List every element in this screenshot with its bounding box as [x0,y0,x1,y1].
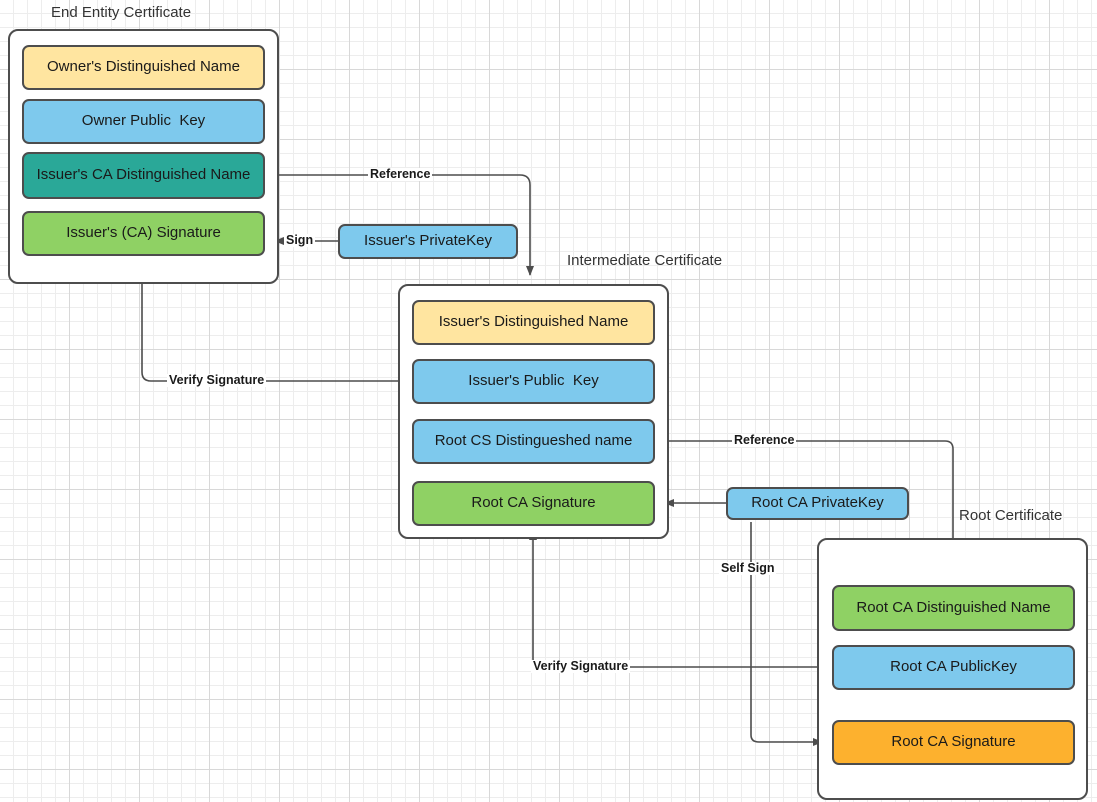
field-issuer-ca-signature[interactable]: Issuer's (CA) Signature [22,211,265,256]
field-root-ca-public-key[interactable]: Root CA PublicKey [832,645,1075,690]
field-issuer-ca-distinguished-name[interactable]: Issuer's CA Distinguished Name [22,152,265,199]
field-root-ca-distinguished-name[interactable]: Root CA Distinguished Name [832,585,1075,631]
intermediate-certificate-title: Intermediate Certificate [567,252,723,269]
edge-self-sign [750,522,823,746]
field-root-ca-signature-intermediate[interactable]: Root CA Signature [412,481,655,526]
field-issuer-distinguished-name[interactable]: Issuer's Distinguished Name [412,300,655,345]
end-entity-certificate-title: End Entity Certificate [51,4,192,21]
root-certificate-title: Root Certificate [959,507,1063,524]
node-root-ca-private-key[interactable]: Root CA PrivateKey [726,487,909,520]
field-owner-public-key[interactable]: Owner Public Key [22,99,265,144]
node-issuer-private-key[interactable]: Issuer's PrivateKey [338,224,518,259]
field-issuer-public-key[interactable]: Issuer's Public Key [412,359,655,404]
edge-label-reference-root: Reference [732,433,797,447]
field-root-cs-distingueshed-name[interactable]: Root CS Distingueshed name [412,419,655,464]
edge-label-verify-signature-ee: Verify Signature [167,373,267,387]
edge-label-self-sign: Self Sign [719,561,777,575]
field-owner-distinguished-name[interactable]: Owner's Distinguished Name [22,45,265,90]
edge-label-sign-ee: Sign [284,233,316,247]
edge-label-reference-ee: Reference [368,167,433,181]
field-root-ca-signature-root[interactable]: Root CA Signature [832,720,1075,765]
edge-verify-signature-ee [138,267,412,382]
edge-verify-signature-intermediate [529,530,831,668]
edge-label-verify-signature-intermediate: Verify Signature [531,659,631,673]
